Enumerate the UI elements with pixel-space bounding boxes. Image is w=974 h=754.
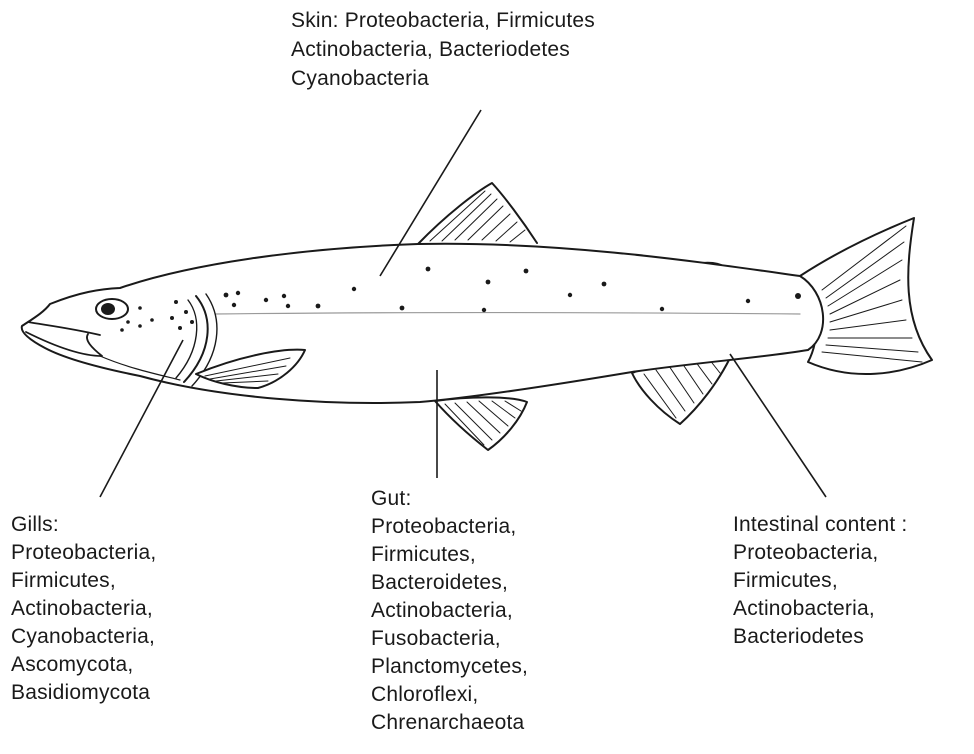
gut-label-line: Planctomycetes, xyxy=(371,653,528,681)
gut-label-line: Firmicutes, xyxy=(371,541,528,569)
gills-label-line: Cyanobacteria, xyxy=(11,623,156,651)
gut-label-line: Chloroflexi, xyxy=(371,681,528,709)
gut-label-line: Actinobacteria, xyxy=(371,597,528,625)
intestinal-label-line: Proteobacteria, xyxy=(733,539,907,567)
intestinal-content-label: Intestinal content : Proteobacteria, Fir… xyxy=(733,511,907,651)
intestinal-label-line: Firmicutes, xyxy=(733,567,907,595)
intestinal-label-line: Actinobacteria, xyxy=(733,595,907,623)
skin-label: Skin: Proteobacteria, Firmicutes Actinob… xyxy=(291,6,595,93)
intestinal-pointer-line xyxy=(730,354,826,497)
pupil xyxy=(101,303,115,315)
gills-label-line: Gills: xyxy=(11,511,156,539)
gills-label: Gills: Proteobacteria, Firmicutes, Actin… xyxy=(11,511,156,707)
gut-label-line: Bacteroidetes, xyxy=(371,569,528,597)
gut-label-line: Fusobacteria, xyxy=(371,625,528,653)
intestinal-label-line: Intestinal content : xyxy=(733,511,907,539)
intestinal-label-line: Bacteriodetes xyxy=(733,623,907,651)
skin-label-line: Actinobacteria, Bacteriodetes xyxy=(291,35,595,64)
gut-label-line: Proteobacteria, xyxy=(371,513,528,541)
gills-label-line: Firmicutes, xyxy=(11,567,156,595)
skin-label-line: Cyanobacteria xyxy=(291,64,595,93)
pelvic-fin xyxy=(435,397,527,450)
dorsal-fin xyxy=(418,183,537,244)
gills-label-line: Proteobacteria, xyxy=(11,539,156,567)
gills-label-line: Ascomycota, xyxy=(11,651,156,679)
gut-label: Gut: Proteobacteria, Firmicutes, Bactero… xyxy=(371,485,528,737)
skin-label-line: Skin: Proteobacteria, Firmicutes xyxy=(291,6,595,35)
caudal-fin xyxy=(800,218,932,374)
gut-label-line: Chrenarchaeota xyxy=(371,709,528,737)
gut-label-line: Gut: xyxy=(371,485,528,513)
gills-label-line: Actinobacteria, xyxy=(11,595,156,623)
gills-label-line: Basidiomycota xyxy=(11,679,156,707)
